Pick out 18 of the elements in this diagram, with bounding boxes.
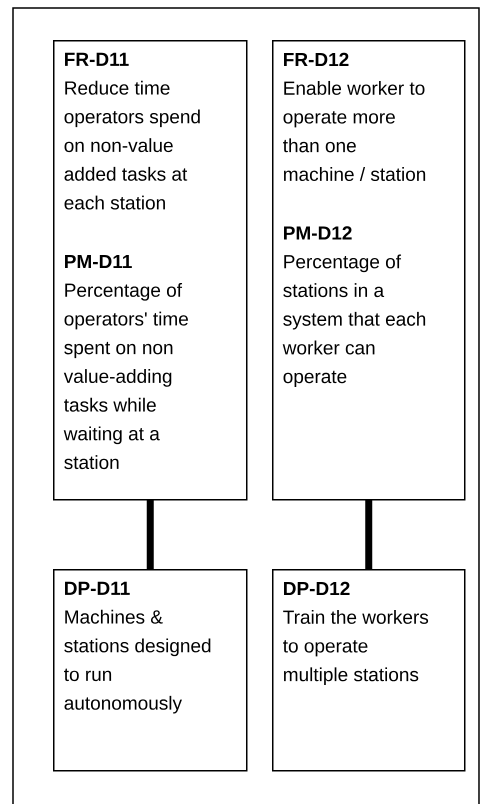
description: Percentage of stations in a system that each worker can operate [282,254,426,387]
description: Percentage of operators' time spent on non value-adding tasks while waiting at a station [64,283,188,470]
description: Reduce time operators spend on non-value added tasks at each station [64,80,200,210]
description: Enable worker to operate more than one machine / station [283,80,426,182]
text-box [53,569,248,772]
description: Train the workers to operate multiple stations [283,610,428,686]
connector-line [146,500,154,569]
heading: DP-D11 [65,582,130,595]
heading: PM-D11 [65,254,132,268]
text-box [53,40,248,500]
heading: FR-D11 [65,52,129,66]
description: Machines & stations designed to run autonomously [64,610,210,714]
text-box [272,569,466,772]
connector-line [365,500,372,569]
text-box [272,40,466,500]
heading: FR-D12 [284,52,348,66]
heading: PM-D12 [284,226,352,240]
heading: DP-D12 [284,582,350,596]
